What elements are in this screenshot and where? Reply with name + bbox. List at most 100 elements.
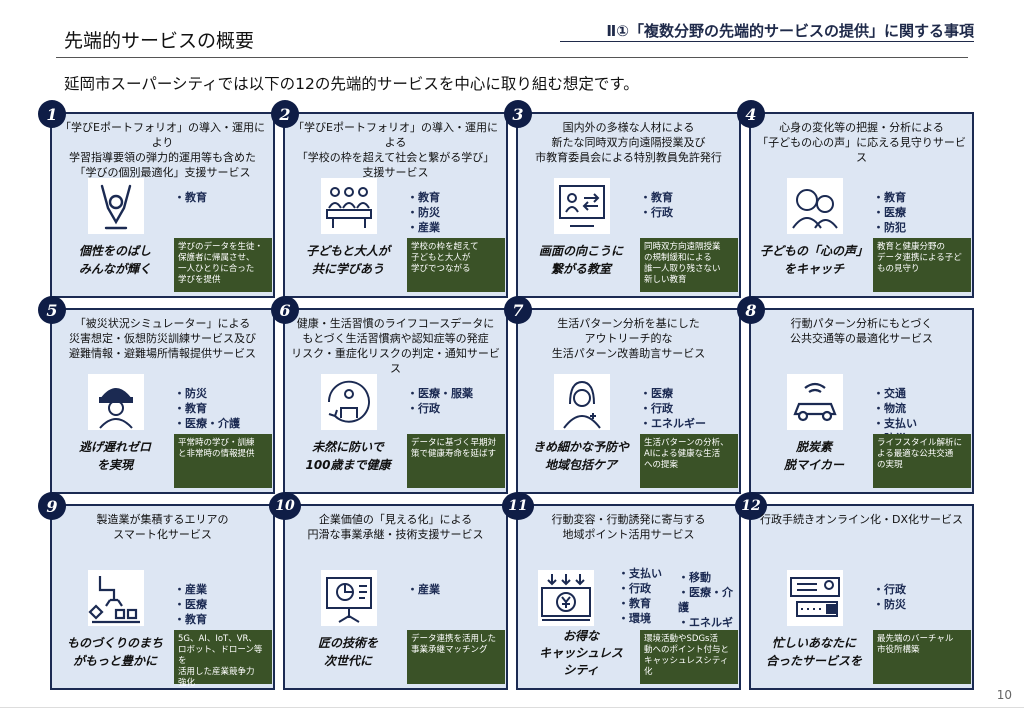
service-number-badge: 1 <box>38 100 66 128</box>
service-description: 環境活動やSDGs活 動へのポイント付与と キャッシュレスシティ化 <box>640 630 738 684</box>
field-item: 行政 <box>873 582 906 597</box>
service-number-badge: 3 <box>504 100 532 128</box>
service-fields: 産業医療教育 <box>174 582 207 627</box>
service-description: 最先端のバーチャル 市役所構築 <box>873 630 971 684</box>
service-description: 生活パターンの分析、 AIによる健康な生活 への提案 <box>640 434 738 488</box>
service-slogan: 画面の向こうに 繋がる教室 <box>538 244 623 276</box>
online-form-icon <box>787 570 843 626</box>
field-item: 医療 <box>174 597 207 612</box>
service-title: 行政手続きオンライン化・DX化サービス <box>759 513 963 526</box>
field-item: 支払い <box>618 566 662 581</box>
service-slogan: ものづくりのまち がもっと豊かに <box>66 636 163 668</box>
service-slogan: 逃げ遅れゼロ を実現 <box>78 440 151 472</box>
service-description: 学校の枠を超えて 子どもと大人が 学びでつながる <box>407 238 505 292</box>
footer-divider <box>0 707 1024 708</box>
nurse-icon <box>554 374 610 430</box>
service-title: 行動変容・行動誘発に寄与する 地域ポイント活用サービス <box>551 513 706 541</box>
service-fields: 教育医療防犯 <box>873 190 906 235</box>
service-title: 心身の変化等の把握・分析による 「子どもの心の声」に応える見守りサービス <box>757 121 966 164</box>
service-description: データに基づく早期対 策で健康寿命を延ばす <box>407 434 505 488</box>
field-item: 移動 <box>678 570 739 585</box>
field-item: 医療・介護 <box>678 585 739 615</box>
service-fields: 教育防災産業 <box>407 190 440 235</box>
service-fields: 教育 <box>174 190 207 205</box>
service-slogan: 脱炭素 脱マイカー <box>783 440 844 472</box>
field-item: 行政 <box>640 401 706 416</box>
service-fields: 産業 <box>407 582 440 597</box>
field-item: 産業 <box>407 582 440 597</box>
service-title: 生活パターン分析を基にした アウトリーチ的な 生活パターン改善助言サービス <box>551 317 706 360</box>
service-fields-secondary: 移動医療・介護エネルギー <box>678 570 739 645</box>
service-title: 「被災状況シミュレーター」による 災害想定・仮想防災訓練サービス及び 避難情報・… <box>69 317 256 360</box>
field-item: 支払い <box>873 416 917 431</box>
field-item: 教育 <box>873 190 906 205</box>
service-number-badge: 11 <box>502 492 534 520</box>
service-slogan: 子どもと大人が 共に学びあう <box>306 244 390 276</box>
field-item: 防犯 <box>873 220 906 235</box>
section-underline <box>560 41 974 42</box>
service-slogan: きめ細かな予防や 地域包括ケア <box>532 440 629 472</box>
intro-text: 延岡市スーパーシティでは以下の12の先端的サービスを中心に取り組む想定です。 <box>64 75 639 93</box>
page-title: 先端的サービスの概要 <box>64 30 255 52</box>
service-slogan: 忙しいあなたに 合ったサービスを <box>765 636 862 668</box>
field-item: 教育 <box>640 190 673 205</box>
service-fields: 医療・服薬行政 <box>407 386 473 416</box>
service-title: 企業価値の「見える化」による 円滑な事業承継・技術支援サービス <box>307 513 484 541</box>
group-meeting-icon <box>321 178 377 234</box>
service-slogan: 個性をのばし みんなが輝く <box>78 244 151 276</box>
field-item: 産業 <box>174 582 207 597</box>
field-item: 教育 <box>407 190 440 205</box>
section-reference: Ⅱ①「複数分野の先端的サービスの提供」に関する事項 <box>606 22 974 40</box>
service-description: データ連携を活用した 事業承継マッチング <box>407 630 505 684</box>
service-number-badge: 6 <box>271 296 299 324</box>
service-card: 2「学びEポートフォリオ」の導入・運用による 「学校の枠を超えて社会と繋がる学び… <box>271 100 508 298</box>
field-item: 医療・服薬 <box>407 386 473 401</box>
header-divider <box>56 57 968 58</box>
service-fields: 支払い行政教育環境 <box>618 566 662 626</box>
page-number: 10 <box>996 688 1012 702</box>
service-fields: 行政防災 <box>873 582 906 612</box>
service-fields: 防災教育医療・介護 <box>174 386 240 431</box>
field-item: 産業 <box>407 220 440 235</box>
field-item: 医療 <box>873 205 906 220</box>
helmet-person-icon <box>88 374 144 430</box>
service-slogan: 未然に防いで 100歳まで健康 <box>305 440 391 472</box>
service-title: 「学びEポートフォリオ」の導入・運用による 「学校の枠を超えて社会と繋がる学び」… <box>293 121 498 179</box>
service-number-badge: 10 <box>269 492 301 520</box>
service-number-badge: 2 <box>271 100 299 128</box>
field-item: 行政 <box>407 401 473 416</box>
service-description: 平常時の学び・訓練 と非常時の情報提供 <box>174 434 272 488</box>
remote-class-icon <box>554 178 610 234</box>
robot-arm-icon <box>88 570 144 626</box>
field-item: 防災 <box>407 205 440 220</box>
field-item: 教育 <box>174 190 207 205</box>
service-title: 行動パターン分析にもとづく 公共交通等の最適化サービス <box>790 317 933 345</box>
service-number-badge: 7 <box>504 296 532 324</box>
service-description: ライフスタイル解析に よる最適な公共交通 の実現 <box>873 434 971 488</box>
service-description: 5G、AI、IoT、VR、 ロボット、ドローン等を 活用した産業競争力 強化 <box>174 630 272 688</box>
field-item: 行政 <box>618 581 662 596</box>
field-item: 交通 <box>873 386 917 401</box>
service-title: 健康・生活習慣のライフコースデータに もとづく生活習慣病や認知症等の発症 リスク… <box>291 317 500 375</box>
field-item: 教育 <box>174 612 207 627</box>
field-item: 教育 <box>618 596 662 611</box>
service-slogan: 匠の技術を 次世代に <box>317 636 378 668</box>
field-item: 医療・介護 <box>174 416 240 431</box>
field-item: エネルギー <box>640 416 706 431</box>
health-check-icon <box>321 374 377 430</box>
service-description: 同時双方向遠隔授業 の規制緩和による 誰一人取り残さない 新しい教育 <box>640 238 738 292</box>
service-slogan: 子どもの「心の声」 をキャッチ <box>759 244 868 276</box>
field-item: 環境 <box>618 611 662 626</box>
service-number-badge: 4 <box>737 100 765 128</box>
raised-hands-icon <box>88 178 144 234</box>
field-item: 防災 <box>873 597 906 612</box>
